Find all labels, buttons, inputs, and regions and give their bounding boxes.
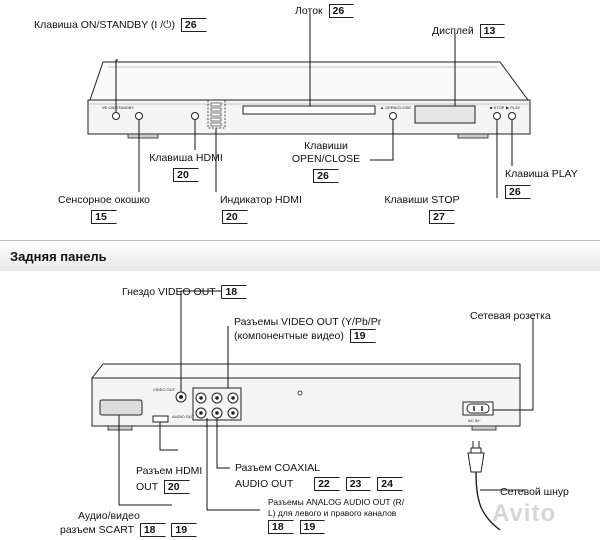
power-cord xyxy=(467,441,501,531)
label-power-cord-text: Сетевой шнур xyxy=(500,486,569,498)
front-leader-lines xyxy=(115,14,513,198)
label-hdmi-indicator-text: Индикатор HDMI xyxy=(220,194,302,206)
panel-play-text: ▶ PLAY xyxy=(506,105,520,110)
label-tray-text: Лоток xyxy=(295,5,323,17)
page-ref-analog-1: 18 xyxy=(268,520,294,534)
panel-audio-out-text: AUDIO OUT xyxy=(172,414,195,419)
page-ref-hdmi-key: 20 xyxy=(173,168,199,182)
label-ac-outlet: Сетевая розетка xyxy=(470,310,551,323)
page-ref-hdmi-indicator: 20 xyxy=(222,210,248,224)
panel-open-close-text: ▲ OPEN/CLOSE xyxy=(380,105,411,110)
rear-leader-lines xyxy=(118,290,534,511)
label-sensor: Сенсорное окошко 15 xyxy=(54,194,154,224)
page-ref-analog-2: 19 xyxy=(299,520,326,534)
page-ref-display: 13 xyxy=(479,24,506,38)
page-ref-hdmi-out: 20 xyxy=(163,480,190,494)
page-ref-onstandby: 26 xyxy=(180,18,207,32)
label-onstandby: Клавиша ON/STANDBY (I /⏻) 26 xyxy=(34,18,207,32)
panel-ac-in-text: AC IN~ xyxy=(468,418,482,423)
label-component: Разъемы VIDEO OUT (Y/Pb/Pr (компонентные… xyxy=(234,316,381,343)
page-ref-sensor: 15 xyxy=(91,210,117,224)
label-video-out: Гнездо VIDEO OUT 18 xyxy=(122,285,248,299)
page-ref-open-close: 26 xyxy=(313,169,339,183)
label-coaxial-line1: Разъем COAXIAL xyxy=(235,462,321,474)
standby-symbol-icon: ⏻ xyxy=(163,19,172,31)
label-open-close-line2: OPEN/CLOSE xyxy=(291,153,361,165)
label-onstandby-text: Клавиша ON/STANDBY (I / xyxy=(34,19,164,31)
front-panel-device: I/Ф ON/STANDBY ▲ OPEN/CLOSE ■ STOP ▶ PLA… xyxy=(87,61,531,139)
label-hdmi-key: Клавиша HDMI 20 xyxy=(146,152,226,182)
page-refs-analog: 18 19 xyxy=(268,520,326,534)
page-ref-stop: 27 xyxy=(429,210,455,224)
label-sensor-text: Сенсорное окошко xyxy=(57,194,151,206)
label-power-cord: Сетевой шнур xyxy=(500,486,569,499)
label-component-line1: Разъемы VIDEO OUT (Y/Pb/Pr xyxy=(234,316,382,328)
page-ref-scart-2: 19 xyxy=(171,523,198,537)
label-stop: Клавиши STOP 27 xyxy=(382,194,462,224)
label-scart-line1: Аудио/видео xyxy=(78,510,140,522)
label-play-text: Клавиша PLAY xyxy=(505,168,578,180)
label-analog-line1: Разъемы ANALOG AUDIO OUT (R/ xyxy=(268,497,405,507)
label-scart-line2: разъем SCART xyxy=(60,524,134,536)
label-coaxial: Разъем COAXIAL AUDIO OUT 22 23 24 xyxy=(235,462,403,491)
label-stop-text: Клавиши STOP xyxy=(384,194,460,206)
label-open-close: Клавиши OPEN/CLOSE 26 xyxy=(284,140,368,183)
page-ref-coaxial-3: 24 xyxy=(377,477,403,491)
panel-video-out-text: VIDEO OUT xyxy=(153,387,176,392)
page-ref-video-out: 18 xyxy=(221,285,248,299)
label-analog-line2: L) для левого и правого каналов xyxy=(268,508,397,518)
page-ref-coaxial-2: 23 xyxy=(345,477,372,491)
label-tray: Лоток 26 xyxy=(295,4,355,18)
label-analog: Разъемы ANALOG AUDIO OUT (R/ L) для лево… xyxy=(268,497,404,519)
section-title: Задняя панель xyxy=(10,249,107,264)
label-display: Дисплей 13 xyxy=(432,24,506,38)
label-hdmi-indicator: Индикатор HDMI 20 xyxy=(220,194,302,224)
panel-standby-text: I/Ф ON/STANDBY xyxy=(102,105,134,110)
label-display-text: Дисплей xyxy=(432,25,474,37)
label-hdmi-out: Разъем HDMI OUT 20 xyxy=(136,465,202,494)
label-hdmi-key-text: Клавиша HDMI xyxy=(149,152,223,164)
label-play: Клавиша PLAY 26 xyxy=(505,168,585,199)
label-video-out-text: Гнездо VIDEO OUT xyxy=(122,286,216,298)
page-ref-component: 19 xyxy=(349,329,376,343)
page-ref-play: 26 xyxy=(505,185,531,199)
label-component-line2: (компонентные видео) xyxy=(234,330,344,342)
label-open-close-line1: Клавиши xyxy=(304,140,348,152)
label-scart: Аудио/видео разъем SCART 18 19 xyxy=(60,510,198,537)
avito-watermark: Avito xyxy=(492,500,557,527)
label-ac-outlet-text: Сетевая розетка xyxy=(470,310,551,322)
label-hdmi-out-line1: Разъем HDMI xyxy=(136,465,203,477)
label-hdmi-out-line2: OUT xyxy=(136,481,158,493)
label-coaxial-line2: AUDIO OUT xyxy=(235,478,294,490)
rear-panel-section-header: Задняя панель xyxy=(0,240,600,271)
panel-stop-text: ■ STOP xyxy=(490,105,505,110)
page-ref-scart-1: 18 xyxy=(139,523,166,537)
page-ref-tray: 26 xyxy=(328,4,355,18)
label-onstandby-tail: ) xyxy=(171,19,175,31)
rear-panel-device: VIDEO OUT AUDIO OUT AC IN~ xyxy=(90,363,521,431)
page-ref-coaxial-1: 22 xyxy=(314,477,340,491)
